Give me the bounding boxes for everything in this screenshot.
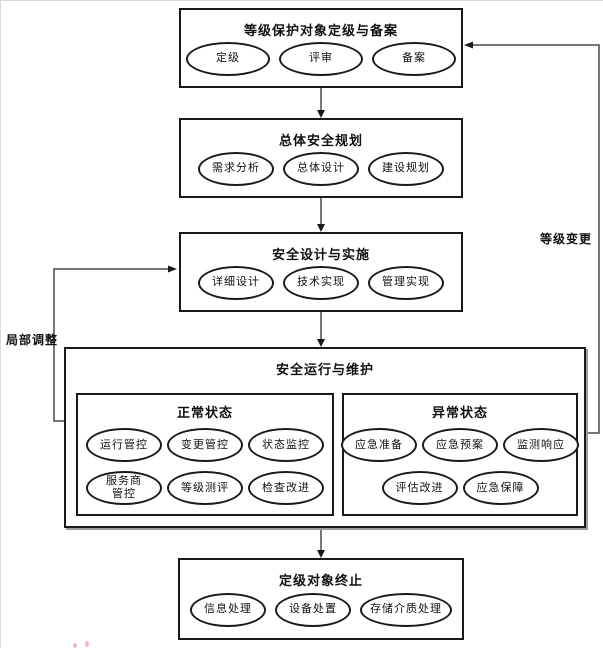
- activity-ellipse: 应急保障: [462, 471, 539, 505]
- activity-ellipse: 需求分析: [198, 151, 274, 186]
- stage-title: 总体安全规划: [278, 133, 363, 148]
- activity-label: 信息处理: [204, 603, 252, 616]
- activity-label: 详细设计: [212, 276, 260, 289]
- activity-label: 应急准备: [355, 438, 403, 451]
- activity-ellipse: 状态监控: [248, 428, 324, 462]
- arrowhead-right-local-adjust: [168, 265, 177, 273]
- activity-ellipse: 监测响应: [503, 428, 579, 462]
- scan-artifact-dot: [85, 641, 89, 647]
- activity-ellipse: 变更管控: [167, 428, 243, 462]
- activity-label: 检查改进: [262, 481, 310, 494]
- stage-security-design-implementation: 安全设计与实施 详细设计 技术实现 管理实现: [179, 232, 463, 312]
- stage-graded-object-termination: 定级对象终止 信息处理 设备处置 存储介质处理: [178, 558, 464, 640]
- group-rows: 运行管控 变更管控 状态监控 服务商 管控 等级测评 检查改进: [86, 428, 324, 505]
- activity-row: 评估改进 应急保障: [341, 471, 579, 505]
- activity-label: 备案: [402, 52, 426, 65]
- stage-title: 安全设计与实施: [271, 247, 370, 262]
- activity-ellipse: 管理实现: [368, 265, 444, 300]
- activity-ellipse: 运行管控: [86, 428, 162, 462]
- activity-ellipse: 应急预案: [422, 428, 498, 462]
- label-grade-change: 等级变更: [540, 232, 593, 246]
- label-local-adjustment: 局部调整: [6, 333, 59, 347]
- activity-label: 运行管控: [100, 438, 148, 451]
- activity-ellipse: 信息处理: [190, 592, 266, 627]
- activity-label: 评审: [309, 52, 333, 65]
- activity-label: 变更管控: [181, 438, 229, 451]
- activity-label: 设备处置: [289, 603, 337, 616]
- arrowhead-left-grade-change: [464, 41, 473, 49]
- activity-row: 应急准备 应急预案 监测响应: [341, 428, 579, 462]
- arrowhead-down-4: [317, 550, 325, 558]
- activity-label: 服务商 管控: [106, 475, 142, 500]
- activity-label: 建设规划: [382, 162, 430, 175]
- activity-ellipse: 定级: [186, 41, 270, 76]
- stage-title: 安全运行与维护: [275, 362, 374, 377]
- activity-row: 详细设计 技术实现 管理实现: [181, 263, 461, 310]
- scan-artifact-dot: [73, 643, 77, 648]
- activity-label: 管理实现: [382, 276, 430, 289]
- activity-label: 存储介质处理: [370, 603, 442, 616]
- group-title: 正常状态: [176, 405, 233, 420]
- group-title: 异常状态: [431, 405, 488, 420]
- activity-ellipse: 等级测评: [167, 471, 243, 505]
- activity-ellipse: 评估改进: [381, 471, 458, 505]
- activity-row: 需求分析 总体设计 建设规划: [181, 149, 461, 196]
- activity-row: 定级 评审 备案: [181, 39, 461, 86]
- arrowhead-down-2: [317, 224, 325, 232]
- activity-label: 评估改进: [395, 481, 444, 494]
- activity-ellipse: 总体设计: [283, 151, 359, 186]
- activity-ellipse: 存储介质处理: [360, 592, 452, 627]
- group-rows: 应急准备 应急预案 监测响应 评估改进 应急保障: [341, 428, 579, 505]
- activity-label: 应急预案: [436, 438, 484, 451]
- stage-security-operation-maintenance: 安全运行与维护 正常状态 运行管控 变更管控 状态监控 服务商 管控 等级测评 …: [64, 347, 586, 528]
- activity-ellipse: 设备处置: [275, 592, 351, 627]
- group-normal-state: 正常状态 运行管控 变更管控 状态监控 服务商 管控 等级测评 检查改进: [76, 393, 334, 516]
- activity-label: 监测响应: [517, 438, 565, 451]
- activity-label: 状态监控: [262, 438, 310, 451]
- stage-title: 定级对象终止: [278, 573, 363, 588]
- activity-label: 定级: [216, 52, 240, 65]
- activity-label: 需求分析: [212, 162, 260, 175]
- activity-ellipse: 备案: [372, 41, 456, 76]
- activity-row: 信息处理 设备处置 存储介质处理: [180, 589, 462, 638]
- activity-label: 应急保障: [476, 481, 525, 494]
- activity-label: 技术实现: [297, 276, 345, 289]
- stage-title: 等级保护对象定级与备案: [243, 23, 398, 38]
- arrowhead-down-3: [317, 339, 325, 347]
- stage-overall-security-planning: 总体安全规划 需求分析 总体设计 建设规划: [179, 118, 463, 198]
- activity-label: 等级测评: [181, 481, 229, 494]
- activity-label: 总体设计: [297, 162, 345, 175]
- activity-ellipse: 详细设计: [198, 265, 274, 300]
- arrowhead-down-1: [317, 110, 325, 118]
- activity-ellipse: 技术实现: [283, 265, 359, 300]
- stage-grading-and-filing: 等级保护对象定级与备案 定级 评审 备案: [179, 8, 463, 88]
- activity-ellipse: 建设规划: [368, 151, 444, 186]
- activity-ellipse: 评审: [279, 41, 363, 76]
- activity-ellipse: 应急准备: [341, 428, 417, 462]
- group-abnormal-state: 异常状态 应急准备 应急预案 监测响应 评估改进 应急保障: [341, 393, 579, 516]
- activity-row: 运行管控 变更管控 状态监控: [86, 428, 324, 462]
- activity-row: 服务商 管控 等级测评 检查改进: [86, 471, 324, 505]
- activity-ellipse: 检查改进: [248, 471, 324, 505]
- activity-ellipse: 服务商 管控: [86, 471, 162, 505]
